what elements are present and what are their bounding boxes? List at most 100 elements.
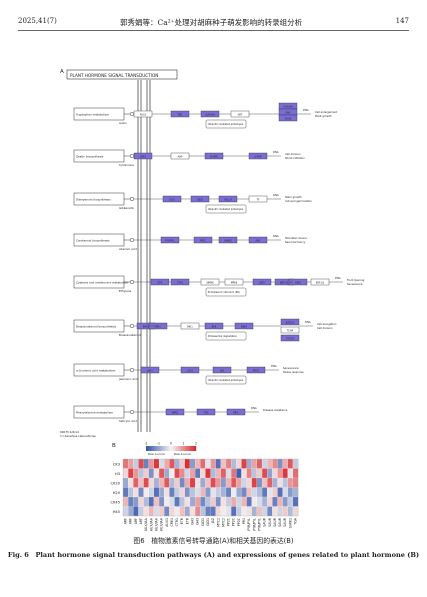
- scale-swatch: [184, 446, 187, 451]
- pathway-source-label: Cysteine and methionine metabolism: [76, 281, 129, 285]
- gene-node-label: EIN3: [295, 281, 301, 284]
- scale-swatch: [159, 446, 162, 451]
- hormone-label: Jasmonic acid: [118, 377, 138, 381]
- heatmap-cell: [225, 487, 232, 498]
- heatmap-cell: [200, 477, 206, 488]
- heatmap-cell: [179, 468, 185, 479]
- heatmap-cell: [179, 496, 185, 507]
- heatmap-cell: [215, 477, 221, 488]
- heatmap-cell: [256, 477, 263, 488]
- heatmap-column-label: AUX/IAA: [149, 517, 153, 531]
- heatmap-column-label: PYR/PYL: [247, 518, 251, 531]
- heatmap-column-label: PR1: [242, 518, 246, 524]
- pathway-source-label: Zeatin biosynthesis: [76, 155, 104, 159]
- response-label: Cell division: [285, 152, 301, 156]
- scale-swatch: [182, 446, 184, 451]
- heatmap-cell: [143, 487, 149, 498]
- heatmap-column-label: SAUR: [278, 517, 282, 527]
- response-label: Seed dormancy: [285, 240, 306, 244]
- heatmap-column-label: SAUR: [263, 517, 267, 527]
- note-box: [205, 119, 247, 129]
- gene-node-label: ERF1/2: [316, 281, 325, 284]
- heatmap-cell: [158, 487, 165, 498]
- response-label: Induced germination: [285, 199, 312, 203]
- journal-issue: 2025,41(7): [18, 17, 57, 25]
- heatmap-cell: [164, 506, 170, 517]
- heatmap-cell: [143, 477, 149, 488]
- heatmap-cell: [292, 477, 299, 488]
- heatmap-cell: [236, 468, 242, 479]
- gene-node-label: AHP: [178, 155, 183, 158]
- dna-label: DNA: [335, 276, 341, 280]
- heatmap-cell: [220, 487, 227, 498]
- gene-node-label: EIN2: [259, 281, 265, 284]
- gene-node-label: CYCD3: [286, 337, 294, 340]
- heatmap-cell: [200, 487, 206, 498]
- gene-node-label: B-ARR: [210, 155, 218, 158]
- dna-label: DNA: [251, 406, 257, 410]
- gene-node-label: BSK: [212, 325, 217, 328]
- heatmap-cell: [205, 487, 211, 498]
- note-label: Endoplasmic reticulum (ER): [208, 291, 240, 294]
- response-label: Cell enlargement: [315, 110, 337, 114]
- scale-swatch: [193, 446, 195, 451]
- heatmap-cell: [164, 496, 170, 507]
- heatmap-cell: [287, 468, 294, 479]
- scale-swatch: [153, 446, 155, 451]
- heatmap-cell: [256, 506, 263, 517]
- heatmap-cell: [277, 477, 283, 488]
- scale-swatch: [173, 446, 175, 451]
- gene-node-label: AUX/IAA: [283, 105, 293, 108]
- scale-swatch: [176, 446, 178, 451]
- gene-node-label: GH3: [285, 111, 291, 114]
- gene-node-label: AUX/IAA: [205, 113, 215, 116]
- hormone-label: Gibberellin: [119, 206, 134, 210]
- heatmap-cell: [128, 506, 134, 517]
- heatmap-cell: [210, 477, 216, 488]
- heatmap-cell: [256, 496, 263, 507]
- heatmap-cell: [205, 458, 211, 469]
- heatmap-cell: [169, 477, 175, 488]
- scale-swatch: [186, 446, 188, 451]
- heatmap-row-label: CK45: [111, 501, 120, 505]
- dna-label: DNA: [271, 364, 277, 368]
- gene-node-label: MYC2: [253, 369, 260, 372]
- heatmap-cell: [246, 468, 252, 479]
- page-number: 147: [395, 17, 409, 25]
- gene-node-label: TF: [257, 198, 260, 201]
- scale-swatch: [162, 446, 164, 451]
- gene-node-label: BAK1: [143, 325, 150, 328]
- heatmap-cell: [205, 496, 211, 507]
- scale-swatch: [168, 446, 170, 451]
- heatmap-cell: [215, 468, 221, 479]
- heatmap-cell: [246, 477, 252, 488]
- heatmap-cell: [179, 458, 185, 469]
- scale-swatch: [157, 446, 159, 451]
- hormone-compound: [129, 237, 135, 243]
- heatmap-cell: [148, 506, 154, 517]
- hormone-compound: [129, 111, 135, 117]
- heatmap-row-label: CK20: [111, 482, 121, 486]
- pathway-6: Brassinosteroid biosynthesisBrassinoster…: [73, 318, 337, 342]
- heatmap-cell: [292, 487, 299, 498]
- heatmap-cell: [272, 496, 278, 507]
- heatmap-column-label: PYR/PYL: [252, 518, 256, 531]
- heatmap-cell: [148, 487, 154, 498]
- heatmap-cell: [174, 458, 180, 469]
- heatmap-cell: [236, 458, 242, 469]
- heatmap-cell: [210, 487, 216, 498]
- heatmap-column-label: SAUR: [283, 517, 287, 527]
- heatmap-cell: [174, 477, 180, 488]
- heatmap-cell: [184, 506, 191, 517]
- heatmap-cell: [210, 468, 216, 479]
- heatmap-cell: [189, 506, 196, 517]
- heatmap-cell: [277, 487, 283, 498]
- gene-node-label: GID2: [197, 198, 203, 201]
- heatmap-cell: [267, 468, 273, 479]
- response-label: Senescence: [283, 366, 299, 370]
- heatmap-column-label: GH3: [191, 518, 195, 525]
- heatmap-cell: [133, 506, 139, 517]
- heatmap-row-label: H20: [113, 491, 121, 495]
